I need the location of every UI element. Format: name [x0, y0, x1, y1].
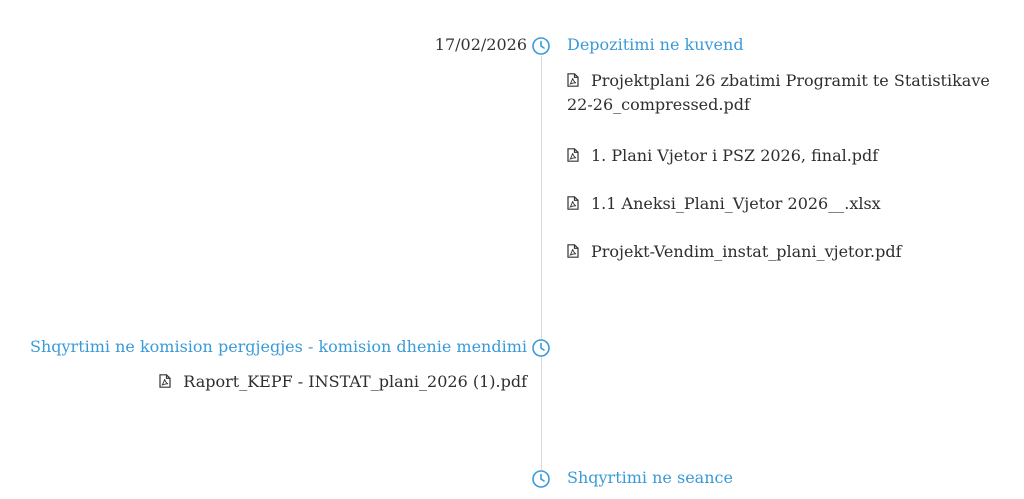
stage-title-shqyrtimi-seance[interactable]: Shqyrtimi ne seance	[567, 468, 733, 487]
file-pdf-icon	[567, 73, 579, 87]
file-link[interactable]: Projekt-Vendim_instat_plani_vjetor.pdf	[567, 240, 1012, 264]
file-name: 1.1 Aneksi_Plani_Vjetor 2026__.xlsx	[591, 194, 881, 213]
file-name: Projekt-Vendim_instat_plani_vjetor.pdf	[591, 242, 902, 261]
file-link[interactable]: Projektplani 26 zbatimi Programit te Sta…	[567, 69, 1012, 117]
stage-title-depozitimi[interactable]: Depozitimi ne kuvend	[567, 35, 744, 54]
clock-icon	[531, 469, 551, 489]
file-pdf-icon	[567, 244, 579, 258]
clock-icon	[531, 36, 551, 56]
file-name: Raport_KEPF - INSTAT_plani_2026 (1).pdf	[183, 372, 527, 391]
file-link[interactable]: 1. Plani Vjetor i PSZ 2026, final.pdf	[567, 144, 1012, 168]
file-name: 1. Plani Vjetor i PSZ 2026, final.pdf	[591, 146, 879, 165]
file-pdf-icon	[567, 148, 579, 162]
file-name: Projektplani 26 zbatimi Programit te Sta…	[567, 71, 990, 114]
clock-icon	[531, 338, 551, 358]
file-link[interactable]: 1.1 Aneksi_Plani_Vjetor 2026__.xlsx	[567, 192, 1012, 216]
timeline-line	[541, 56, 542, 470]
file-pdf-icon	[159, 374, 171, 388]
file-pdf-icon	[567, 196, 579, 210]
stage-date: 17/02/2026	[434, 35, 527, 54]
file-link[interactable]: Raport_KEPF - INSTAT_plani_2026 (1).pdf	[159, 370, 527, 394]
stage-title-shqyrtimi-komision[interactable]: Shqyrtimi ne komision pergjegjes - komis…	[30, 337, 527, 356]
